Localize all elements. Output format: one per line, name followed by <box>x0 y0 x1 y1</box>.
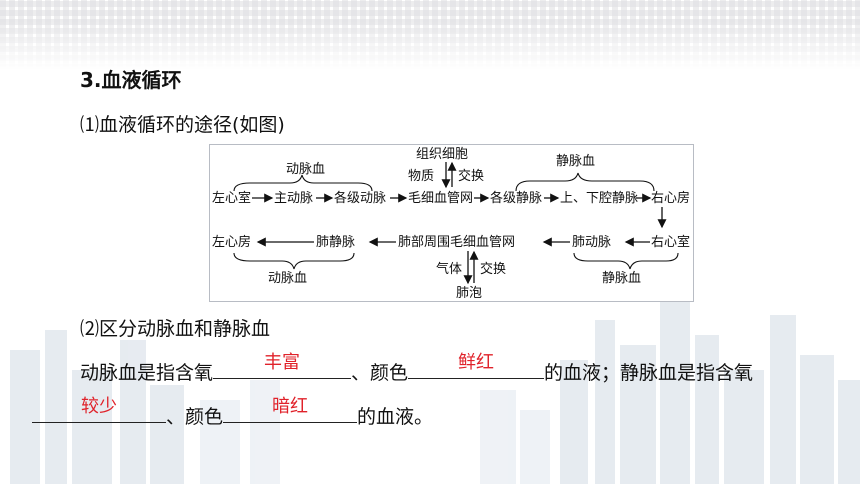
node-veins: 各级静脉 <box>490 190 542 206</box>
label-arterial-blood-top: 动脉血 <box>286 162 325 177</box>
subheading-distinguish: ⑵区分动脉血和静脉血 <box>80 318 271 340</box>
answer-2: 鲜红 <box>458 352 495 373</box>
label-venous-blood-top: 静脉血 <box>556 154 595 169</box>
blank-1[interactable]: 丰富 <box>213 352 352 379</box>
label-substance: 物质 <box>408 169 434 184</box>
bracket-arterial-bottom <box>233 252 355 270</box>
text-segment: 的血液。 <box>357 406 434 428</box>
pixel-pattern-background <box>0 0 860 70</box>
answer-1: 丰富 <box>264 352 301 373</box>
node-lung-capillaries: 肺部周围毛细血管网 <box>398 235 515 250</box>
section-heading: 3.血液循环 <box>80 68 182 92</box>
answer-4: 暗红 <box>272 396 309 417</box>
label-exchange-bottom: 交换 <box>480 261 506 277</box>
node-vena-cava: 上、下腔静脉 <box>560 191 638 206</box>
node-aorta: 主动脉 <box>274 191 313 206</box>
node-left-atrium: 左心房 <box>212 234 251 250</box>
circulation-diagram-svg: 左心室 主动脉 各级动脉 毛细血管网 各级静脉 上、下腔静脉 右心房 动脉血 静… <box>212 147 690 301</box>
blank-4[interactable]: 暗红 <box>223 396 358 423</box>
node-left-ventricle: 左心室 <box>212 190 251 206</box>
bracket-arterial-top <box>233 174 373 192</box>
text-segment: 、颜色 <box>166 406 224 428</box>
text-segment: 动脉血是指含氧 <box>80 362 214 384</box>
circulation-diagram: 左心室 主动脉 各级动脉 毛细血管网 各级静脉 上、下腔静脉 右心房 动脉血 静… <box>209 144 694 302</box>
label-venous-blood-bottom: 静脉血 <box>602 271 641 286</box>
label-alveoli: 肺泡 <box>456 286 482 301</box>
node-arteries: 各级动脉 <box>334 190 386 206</box>
label-gas: 气体 <box>436 261 462 277</box>
answer-3: 较少 <box>81 396 117 417</box>
blank-3[interactable]: 较少 <box>32 396 166 423</box>
label-arterial-blood-bottom: 动脉血 <box>268 271 307 286</box>
city-skyline-background <box>10 300 860 484</box>
blank-2[interactable]: 鲜红 <box>408 352 545 379</box>
paragraph-line-1: 动脉血是指含氧 丰富 、颜色 鲜红 的血液；静脉血是指含氧 <box>80 352 754 385</box>
bracket-venous-bottom <box>573 252 679 270</box>
paragraph-line-2: 较少 、颜色 暗红 的血液。 <box>32 396 434 429</box>
node-right-ventricle: 右心室 <box>651 234 690 250</box>
node-right-atrium: 右心房 <box>651 190 690 206</box>
text-segment: 、颜色 <box>351 362 409 384</box>
node-pulmonary-artery: 肺动脉 <box>572 235 611 250</box>
node-body-capillaries: 毛细血管网 <box>408 191 473 206</box>
node-pulmonary-vein: 肺静脉 <box>316 235 355 250</box>
subheading-pathway: ⑴血液循环的途径(如图) <box>80 114 285 136</box>
label-exchange-top: 交换 <box>458 168 484 184</box>
bracket-venous-top <box>515 172 655 192</box>
text-segment: 的血液；静脉血是指含氧 <box>544 362 754 384</box>
label-tissue-cells: 组织细胞 <box>416 147 468 162</box>
